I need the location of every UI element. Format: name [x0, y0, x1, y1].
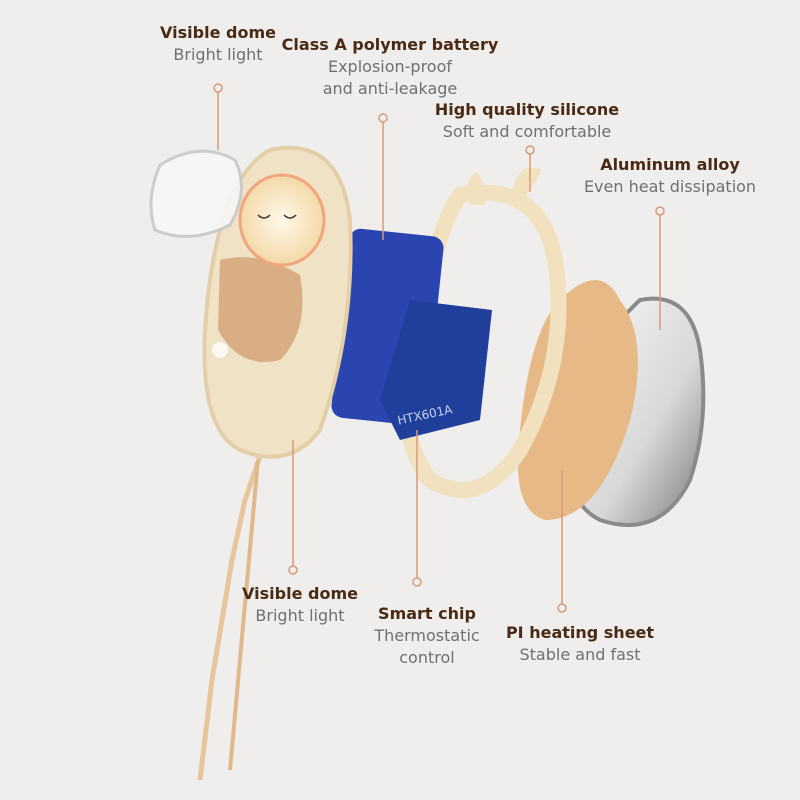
callout-line: Explosion-proof [327, 57, 453, 76]
callout-line: Even heat dissipation [583, 177, 757, 196]
callout-visible-dome-top: Visible dome Bright light [160, 22, 276, 66]
callout-silicone: High quality silicone Soft and comfortab… [435, 99, 619, 143]
glow-dome [238, 173, 326, 267]
pi-heating-sheet [517, 280, 638, 520]
callout-title: Aluminum alloy [600, 155, 740, 174]
callout-title: Visible dome [160, 23, 276, 42]
callout-line: control [399, 648, 455, 667]
visible-dome-lens [149, 149, 243, 238]
character-face [218, 257, 303, 362]
callout-line: Bright light [255, 606, 345, 625]
callout-title: Visible dome [242, 584, 358, 603]
callout-aluminum: Aluminum alloy Even heat dissipation [584, 154, 756, 198]
callout-title: Class A polymer battery [281, 35, 499, 54]
callout-title: PI heating sheet [505, 623, 655, 642]
silicone-ears [467, 167, 542, 205]
callout-title: High quality silicone [434, 100, 620, 119]
callout-battery: Class A polymer battery Explosion-proof … [282, 34, 499, 100]
callout-line: Soft and comfortable [442, 122, 612, 141]
callout-line: Thermostatic [374, 626, 480, 645]
leader-lines [213, 83, 665, 613]
callout-visible-dome-bottom: Visible dome Bright light [242, 583, 358, 627]
callout-line: and anti-leakage [322, 79, 458, 98]
callout-line: Stable and fast [519, 645, 641, 664]
callout-smart-chip: Smart chip Thermostatic control [374, 603, 479, 669]
callout-heating-sheet: PI heating sheet Stable and fast [506, 622, 654, 666]
lanyard [197, 449, 265, 781]
smart-chip-pcb [380, 300, 492, 440]
callout-title: Smart chip [378, 604, 476, 623]
callout-line: Bright light [173, 45, 263, 64]
